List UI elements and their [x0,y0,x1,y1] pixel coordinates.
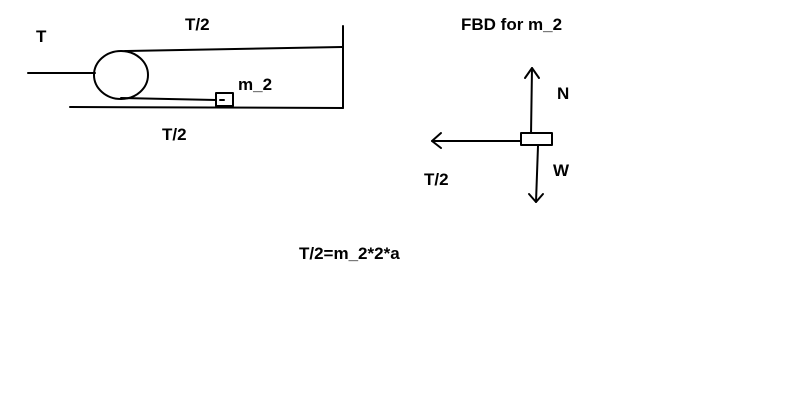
floor [69,106,344,109]
upper-rope [124,46,343,52]
label-block-name: m_2 [238,75,272,94]
label-upper-tension: T/2 [185,15,210,34]
lower-rope [120,97,217,101]
label-lower-tension: T/2 [162,125,187,144]
weight-arrowhead [528,193,544,203]
fbd-tension-label: T/2 [424,170,449,189]
fbd-normal-label: N [557,84,569,103]
block-m2 [215,92,234,107]
normal-force-arrow [530,67,533,136]
fbd-block [520,132,553,146]
free-body-diagram [431,67,553,203]
weight-arrow [535,145,539,203]
pulley-system [27,25,344,109]
fbd-title: FBD for m_2 [461,15,562,34]
label-pull-force: T [36,27,47,46]
normal-force-arrowhead [524,67,540,79]
pulley-wheel [93,50,149,100]
tension-arrowhead [431,132,442,149]
fbd-weight-label: W [553,161,570,180]
equation: T/2=m_2*2*a [299,244,400,263]
